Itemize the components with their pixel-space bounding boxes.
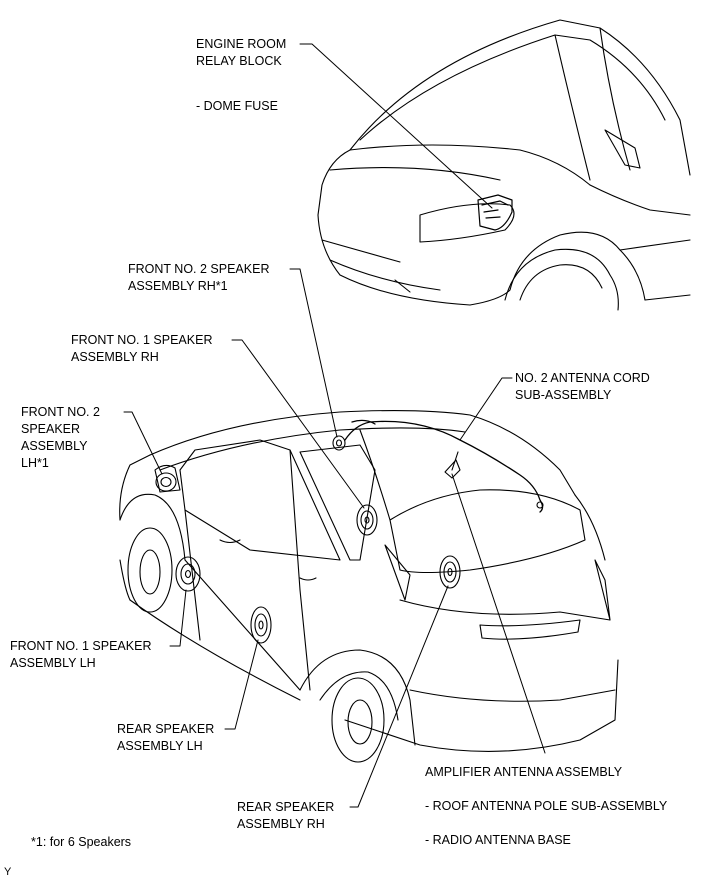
label-line: NO. 2 ANTENNA CORD xyxy=(515,371,650,385)
label-no2-antenna-cord: NO. 2 ANTENNA CORD SUB-ASSEMBLY xyxy=(515,370,650,404)
label-line: - ROOF ANTENNA POLE SUB-ASSEMBLY xyxy=(425,799,668,813)
relay-block-illustration xyxy=(477,194,513,231)
speaker-front-lh-icon xyxy=(175,556,201,592)
label-roof-antenna-pole: - ROOF ANTENNA POLE SUB-ASSEMBLY xyxy=(425,798,667,815)
speaker-rear-rh-icon xyxy=(439,555,461,589)
label-front-no1-speaker-rh: FRONT NO. 1 SPEAKER ASSEMBLY RH xyxy=(71,332,212,366)
label-line: REAR SPEAKER xyxy=(237,800,335,814)
label-line: ENGINE ROOM xyxy=(196,37,287,51)
label-line: ASSEMBLY xyxy=(21,439,88,453)
front-car-illustration xyxy=(317,19,691,311)
label-front-no2-speaker-rh: FRONT NO. 2 SPEAKER ASSEMBLY RH*1 xyxy=(128,261,269,295)
label-line: SPEAKER xyxy=(21,422,81,436)
label-line: RELAY BLOCK xyxy=(196,54,282,68)
footnote-text: *1: for 6 Speakers xyxy=(31,835,132,849)
label-line: SUB-ASSEMBLY xyxy=(515,388,612,402)
tweeter-lh-icon xyxy=(155,472,177,492)
label-line: FRONT NO. 2 SPEAKER xyxy=(128,262,270,276)
label-line: FRONT NO. 2 xyxy=(21,405,100,419)
label-front-no1-speaker-lh: FRONT NO. 1 SPEAKER ASSEMBLY LH xyxy=(10,638,151,672)
label-dome-fuse: - DOME FUSE xyxy=(196,98,278,115)
tweeter-rh-icon xyxy=(332,435,346,451)
label-rear-speaker-lh: REAR SPEAKER ASSEMBLY LH xyxy=(117,721,214,755)
label-radio-antenna-base: - RADIO ANTENNA BASE xyxy=(425,832,571,849)
speaker-illustrations xyxy=(155,435,461,644)
corner-mark-text: Y xyxy=(4,866,12,878)
label-amplifier-antenna-assembly: AMPLIFIER ANTENNA ASSEMBLY xyxy=(425,764,622,781)
corner-mark: Y xyxy=(4,864,11,881)
label-line: LH*1 xyxy=(21,456,49,470)
label-line: ASSEMBLY RH*1 xyxy=(128,279,228,293)
speaker-front-rh-icon xyxy=(356,504,378,536)
footnote: *1: for 6 Speakers xyxy=(31,834,131,851)
label-engine-room-relay-block: ENGINE ROOM RELAY BLOCK xyxy=(196,36,286,70)
label-line: ASSEMBLY RH xyxy=(71,350,159,364)
label-line: - DOME FUSE xyxy=(196,99,278,113)
rear-car-illustration xyxy=(119,410,619,763)
label-line: ASSEMBLY LH xyxy=(10,656,96,670)
speaker-rear-lh-icon xyxy=(250,606,272,644)
label-line: ASSEMBLY LH xyxy=(117,739,203,753)
label-line: REAR SPEAKER xyxy=(117,722,215,736)
label-line: ASSEMBLY RH xyxy=(237,817,325,831)
label-line: AMPLIFIER ANTENNA ASSEMBLY xyxy=(425,765,623,779)
leader-lines xyxy=(123,43,546,808)
label-line: FRONT NO. 1 SPEAKER xyxy=(71,333,213,347)
label-line: FRONT NO. 1 SPEAKER xyxy=(10,639,152,653)
label-line: - RADIO ANTENNA BASE xyxy=(425,833,571,847)
label-front-no2-speaker-lh: FRONT NO. 2 SPEAKER ASSEMBLY LH*1 xyxy=(21,404,100,472)
label-rear-speaker-rh: REAR SPEAKER ASSEMBLY RH xyxy=(237,799,334,833)
